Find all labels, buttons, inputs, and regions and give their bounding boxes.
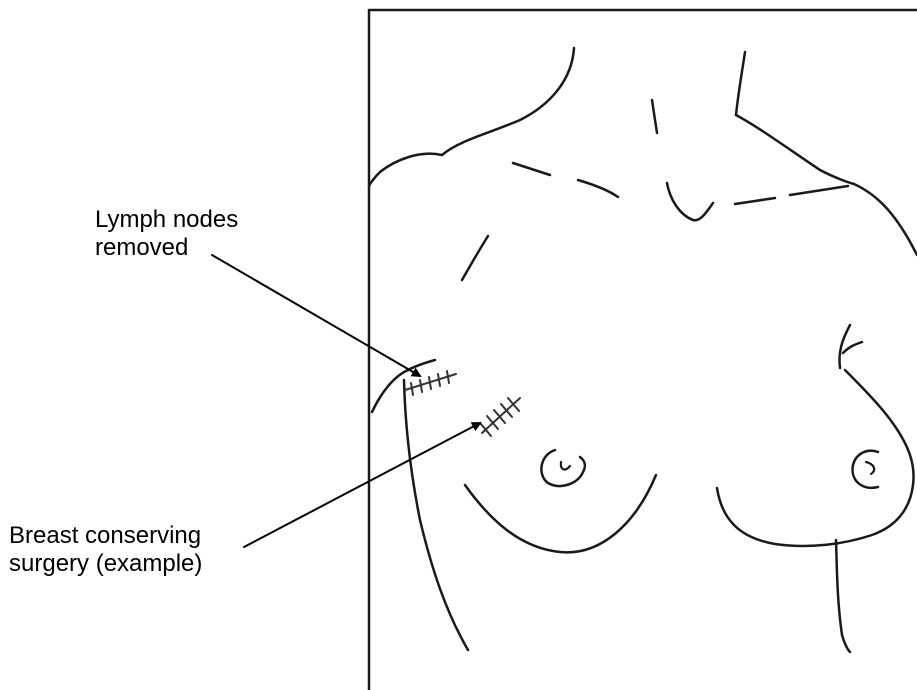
right-breast-outline (717, 485, 913, 546)
left-nipple (561, 462, 570, 469)
lymph-nodes-arrow (212, 255, 420, 376)
sternum-mark (652, 100, 657, 133)
frame-border (369, 10, 917, 690)
shoulder-right-curve (854, 184, 917, 255)
right-torso-side (836, 540, 850, 652)
right-nipple (866, 462, 874, 474)
right-collarbone (790, 186, 848, 195)
lymph-node-scar (405, 371, 456, 395)
right-armpit-fold (843, 342, 862, 353)
neck-right-outline (736, 52, 745, 115)
sternal-notch (667, 183, 713, 220)
left-arm-outline (404, 380, 468, 650)
left-collarbone (578, 180, 618, 197)
breast-surgery-scar (480, 398, 520, 436)
right-armpit-outline (839, 325, 850, 368)
breast-surgery-arrow (244, 423, 480, 547)
neck-left-outline (442, 48, 574, 155)
shoulder-right-outline (736, 115, 854, 184)
right-breast-side (845, 370, 914, 485)
right-collarbone (735, 198, 775, 204)
left-collarbone (513, 163, 550, 175)
shoulder-left-outline (369, 154, 442, 186)
left-chest-line (462, 236, 488, 280)
